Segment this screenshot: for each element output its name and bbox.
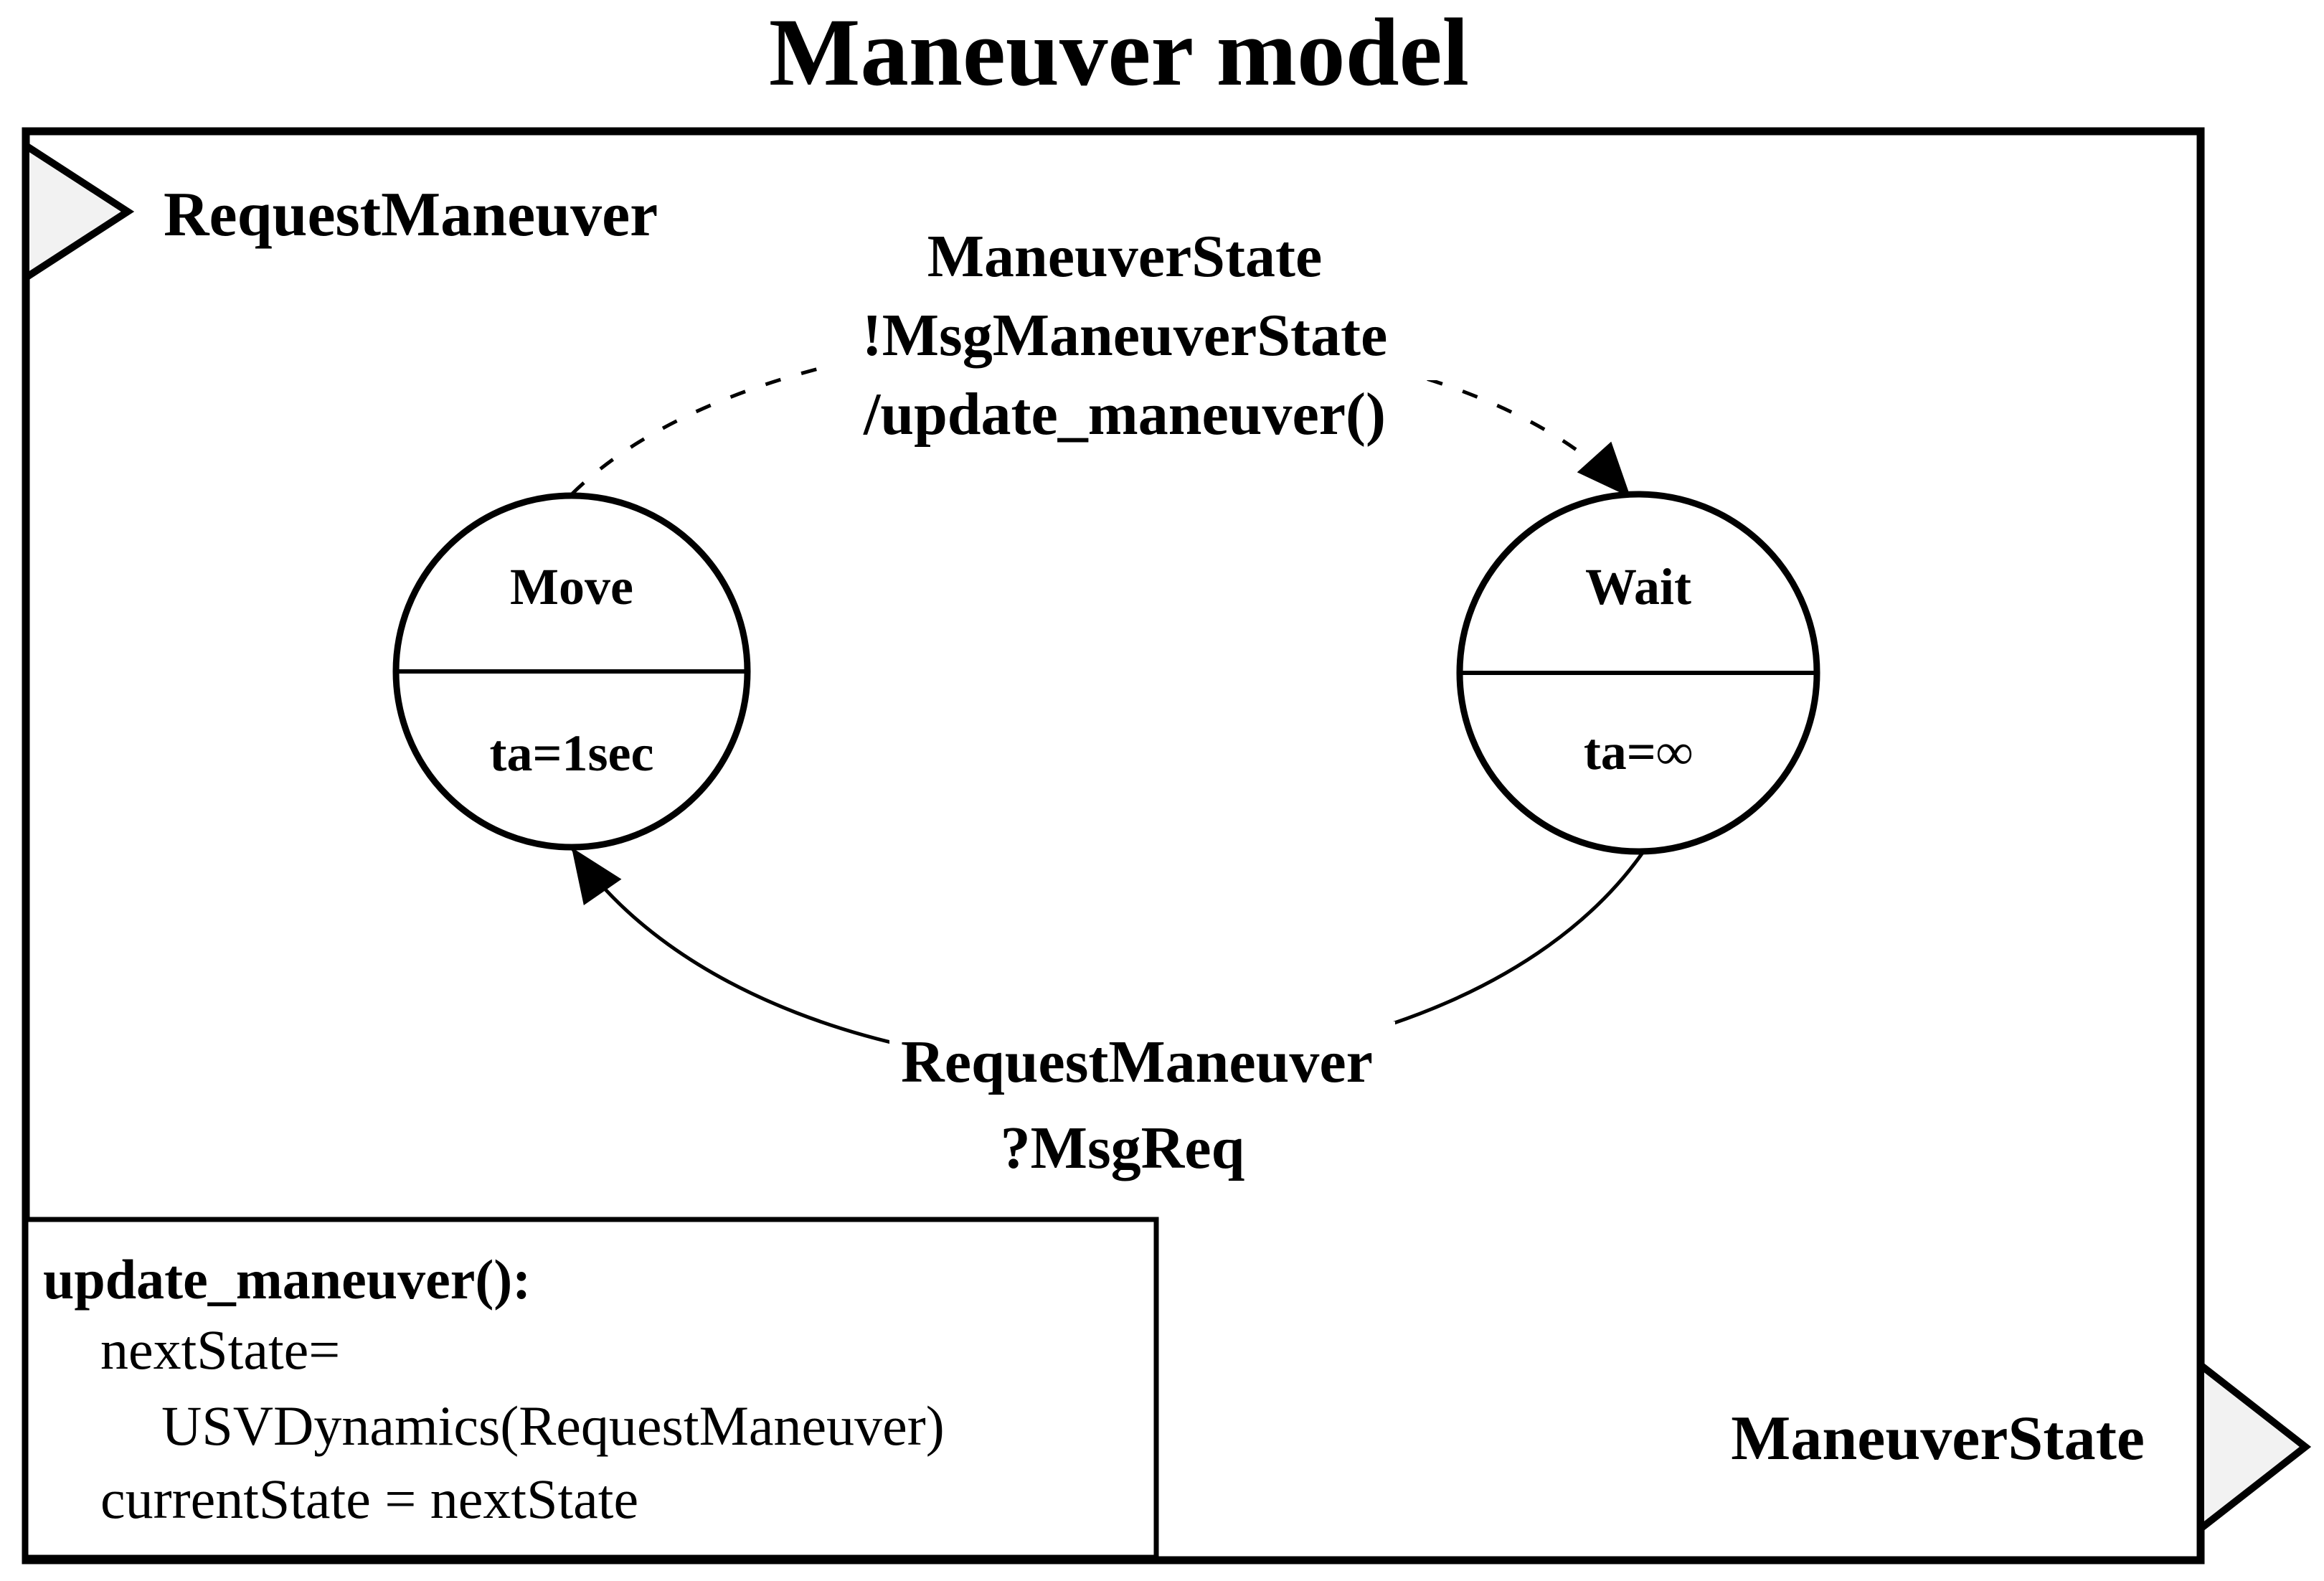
code-box-line: USVDynamics(RequestManeuver) — [161, 1394, 945, 1457]
diagram-title: Maneuver model — [769, 0, 1469, 106]
code-box-title: update_maneuver(): — [43, 1248, 531, 1311]
transition-wait-to-move-label-line-2: ?MsgReq — [1001, 1115, 1245, 1181]
label-backdrop — [818, 304, 1456, 380]
code-box-border — [23, 1217, 1159, 1560]
transition-move-to-wait-label-line-2: !MsgManeuverState — [862, 302, 1387, 369]
state-move-name: Move — [510, 558, 633, 615]
state-wait-name: Wait — [1585, 558, 1691, 615]
code-box-line: currentState = nextState — [100, 1468, 638, 1530]
state-move-ta: ta=1sec — [490, 725, 654, 782]
transition-wait-to-move: RequestManeuver ?MsgReq — [570, 847, 1646, 1181]
input-port: RequestManeuver — [22, 138, 658, 285]
state-wait-ta: ta=∞ — [1584, 723, 1693, 780]
output-port-icon — [2197, 1357, 2312, 1537]
code-box: update_maneuver(): nextState= USVDynamic… — [23, 1217, 1159, 1560]
output-port-label: ManeuverState — [1731, 1404, 2145, 1473]
transition-move-to-wait: ManeuverState !MsgManeuverState /update_… — [571, 223, 1631, 498]
transition-move-to-wait-label-line-3: /update_maneuver() — [863, 381, 1386, 448]
transition-wait-to-move-label-line-1: RequestManeuver — [901, 1029, 1373, 1095]
input-port-label: RequestManeuver — [164, 180, 658, 250]
transition-move-to-wait-label-line-1: ManeuverState — [927, 223, 1323, 290]
output-port: ManeuverState — [1731, 1357, 2312, 1537]
label-backdrop — [889, 1021, 1395, 1093]
input-port-icon — [22, 138, 135, 285]
state-move: Move ta=1sec — [392, 492, 751, 851]
state-wait: Wait ta=∞ — [1456, 491, 1820, 855]
code-box-line: nextState= — [100, 1318, 340, 1381]
